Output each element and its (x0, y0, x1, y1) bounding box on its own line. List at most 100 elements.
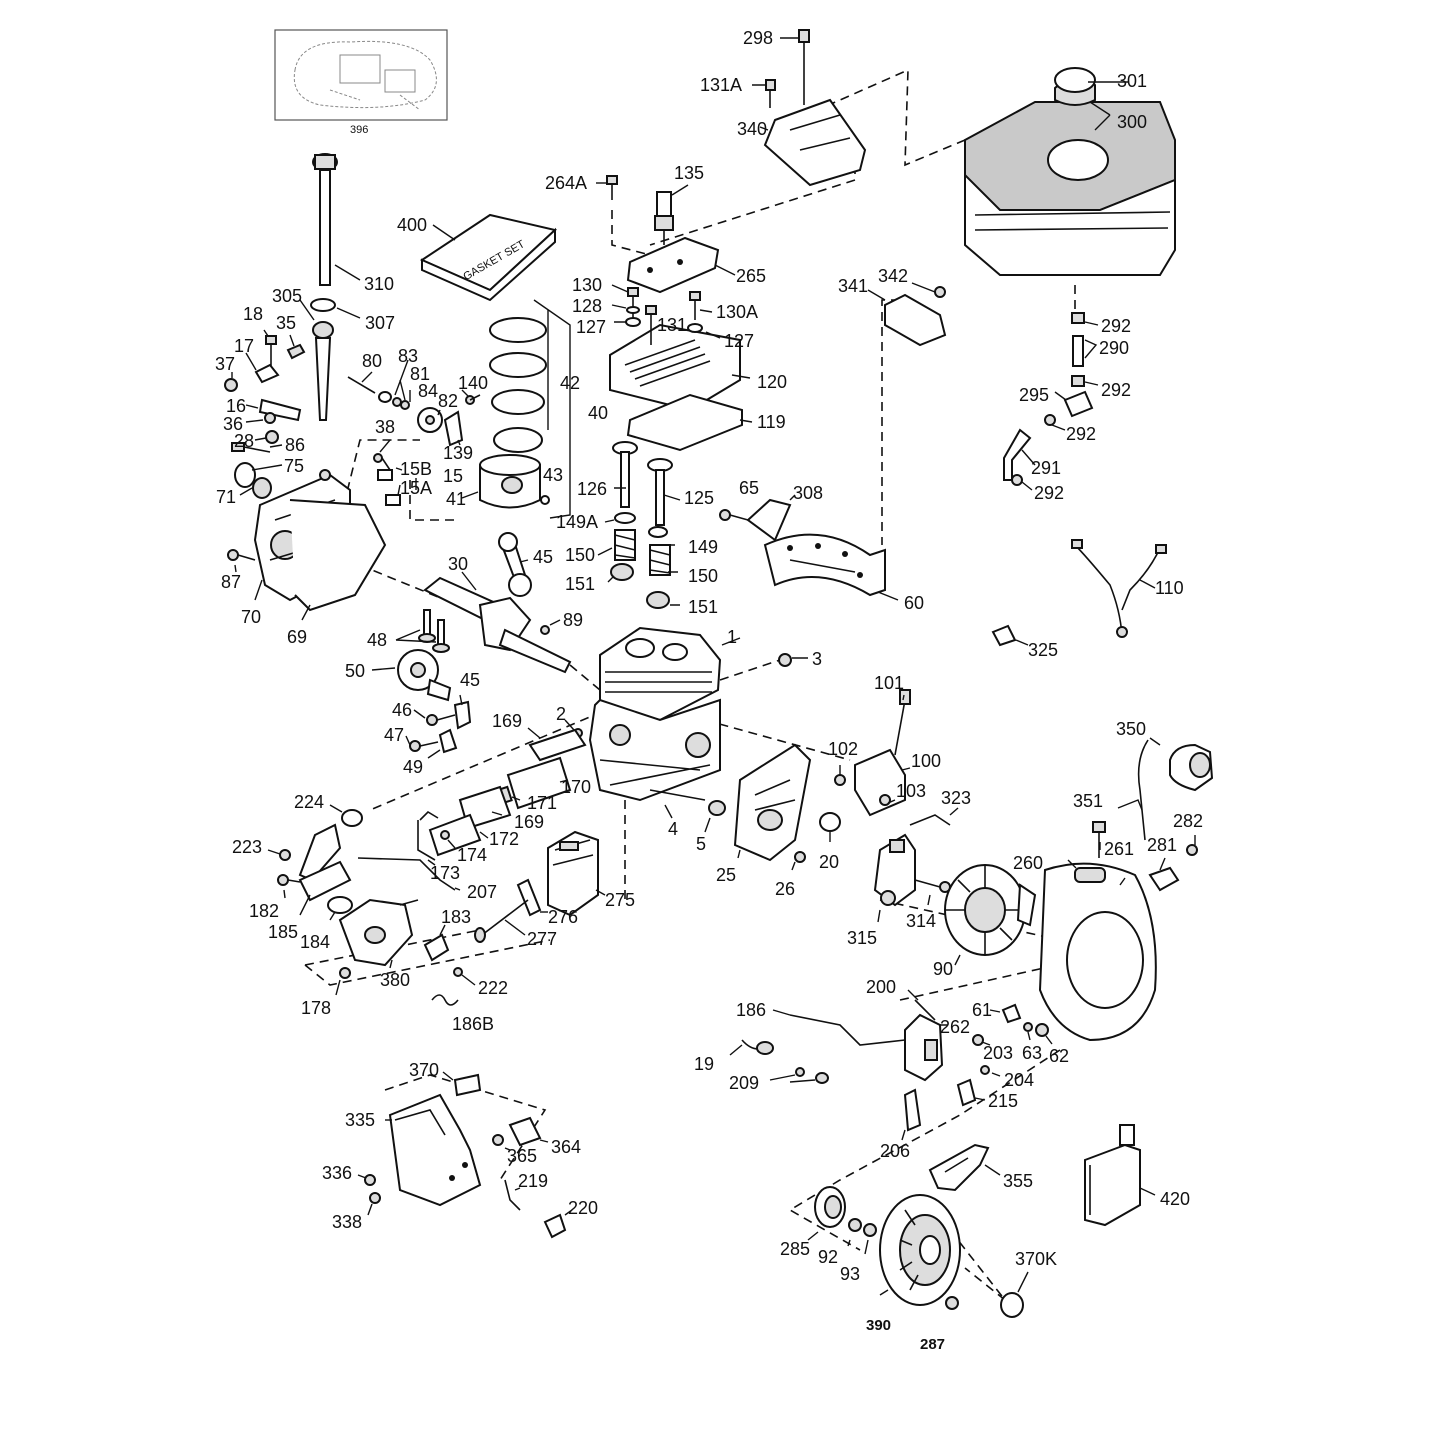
label-63: 63 (1022, 1043, 1042, 1063)
label-341: 341 (838, 276, 868, 296)
label-84: 84 (418, 381, 438, 401)
intake-elbow (298, 823, 352, 902)
label-325: 325 (1028, 640, 1058, 660)
label-365: 365 (507, 1146, 537, 1166)
label-262: 262 (940, 1017, 970, 1037)
label-186B: 186B (452, 1014, 494, 1034)
label-204: 204 (1004, 1070, 1034, 1090)
label-119: 119 (757, 412, 786, 432)
label-315: 315 (847, 928, 877, 948)
label-3: 3 (812, 649, 822, 669)
label-103: 103 (896, 781, 926, 801)
label-80: 80 (362, 351, 382, 371)
label-83: 83 (398, 346, 418, 366)
part-350 (1169, 743, 1214, 792)
exhaust-valve-125 (647, 458, 673, 526)
label-131: 131 (657, 315, 687, 335)
label-335: 335 (345, 1110, 375, 1130)
label-261: 261 (1104, 839, 1134, 859)
label-151-a: 151 (565, 574, 595, 594)
label-182: 182 (249, 901, 279, 921)
label-93: 93 (840, 1264, 860, 1284)
gasket-set-box (419, 213, 558, 302)
label-65: 65 (739, 478, 759, 498)
label-1: 1 (727, 627, 737, 647)
label-89: 89 (563, 610, 583, 630)
intake-gaskets (428, 728, 587, 857)
label-130: 130 (572, 275, 602, 295)
label-171: 171 (527, 793, 557, 813)
label-400: 400 (397, 215, 427, 235)
part-number-labels: 298 131A 340 301 300 264A 135 400 265 31… (215, 28, 1203, 1353)
label-69: 69 (287, 627, 307, 647)
label-277: 277 (527, 929, 557, 949)
oil-fill-tube-305 (312, 321, 334, 421)
label-20: 20 (819, 852, 839, 872)
fuel-tank (964, 67, 1176, 276)
label-169-b: 169 (514, 812, 544, 832)
carburetor-380 (338, 898, 419, 967)
label-336: 336 (322, 1163, 352, 1183)
label-215: 215 (988, 1091, 1018, 1111)
label-25: 25 (716, 865, 736, 885)
label-90: 90 (933, 959, 953, 979)
label-291: 291 (1031, 458, 1061, 478)
label-46: 46 (392, 700, 412, 720)
label-310: 310 (364, 274, 394, 294)
label-150-b: 150 (688, 566, 718, 586)
label-28: 28 (234, 431, 254, 451)
ignition-module-100 (854, 689, 911, 817)
label-15B: 15B (400, 459, 432, 479)
label-169-a: 169 (492, 711, 522, 731)
label-292-c: 292 (1066, 424, 1096, 444)
label-131A: 131A (700, 75, 742, 95)
label-183: 183 (441, 907, 471, 927)
label-323: 323 (941, 788, 971, 808)
label-127-a: 127 (576, 317, 606, 337)
label-140: 140 (458, 373, 488, 393)
label-127-b: 127 (724, 331, 754, 351)
label-298: 298 (743, 28, 773, 48)
governor-control-200 (904, 999, 944, 1082)
piston-rings (489, 317, 547, 453)
label-338: 338 (332, 1212, 362, 1232)
spark-plug (654, 191, 674, 245)
label-45-b: 45 (460, 670, 480, 690)
label-342: 342 (878, 266, 908, 286)
label-292-d: 292 (1034, 483, 1064, 503)
label-5: 5 (696, 834, 706, 854)
label-173: 173 (430, 863, 460, 883)
label-222: 222 (478, 978, 508, 998)
label-390: 390 (866, 1317, 891, 1334)
label-305: 305 (272, 286, 302, 306)
label-282: 282 (1173, 811, 1203, 831)
label-101: 101 (874, 673, 904, 693)
label-281: 281 (1147, 835, 1177, 855)
label-120: 120 (757, 372, 787, 392)
label-300: 300 (1117, 112, 1147, 132)
label-276: 276 (548, 907, 578, 927)
label-38: 38 (375, 417, 395, 437)
blower-housing-260 (1038, 862, 1157, 1042)
label-207: 207 (467, 882, 497, 902)
piston (479, 454, 541, 509)
recoil-starter-390 (879, 1194, 961, 1306)
label-45-a: 45 (533, 547, 553, 567)
label-290: 290 (1099, 338, 1129, 358)
governor-linkage-parts (224, 335, 306, 499)
inset-wiring-thumbnail (274, 29, 448, 121)
muffler-275 (547, 830, 599, 917)
label-110: 110 (1155, 578, 1184, 598)
label-102: 102 (828, 739, 858, 759)
engine-block-1 (588, 626, 722, 802)
label-135: 135 (674, 163, 704, 183)
label-82: 82 (438, 391, 458, 411)
label-149A: 149A (556, 512, 598, 532)
label-287: 287 (920, 1336, 945, 1353)
label-16: 16 (226, 396, 246, 416)
label-186: 186 (736, 1000, 766, 1020)
label-70: 70 (241, 607, 261, 627)
label-340: 340 (737, 119, 767, 139)
label-292-b: 292 (1101, 380, 1131, 400)
